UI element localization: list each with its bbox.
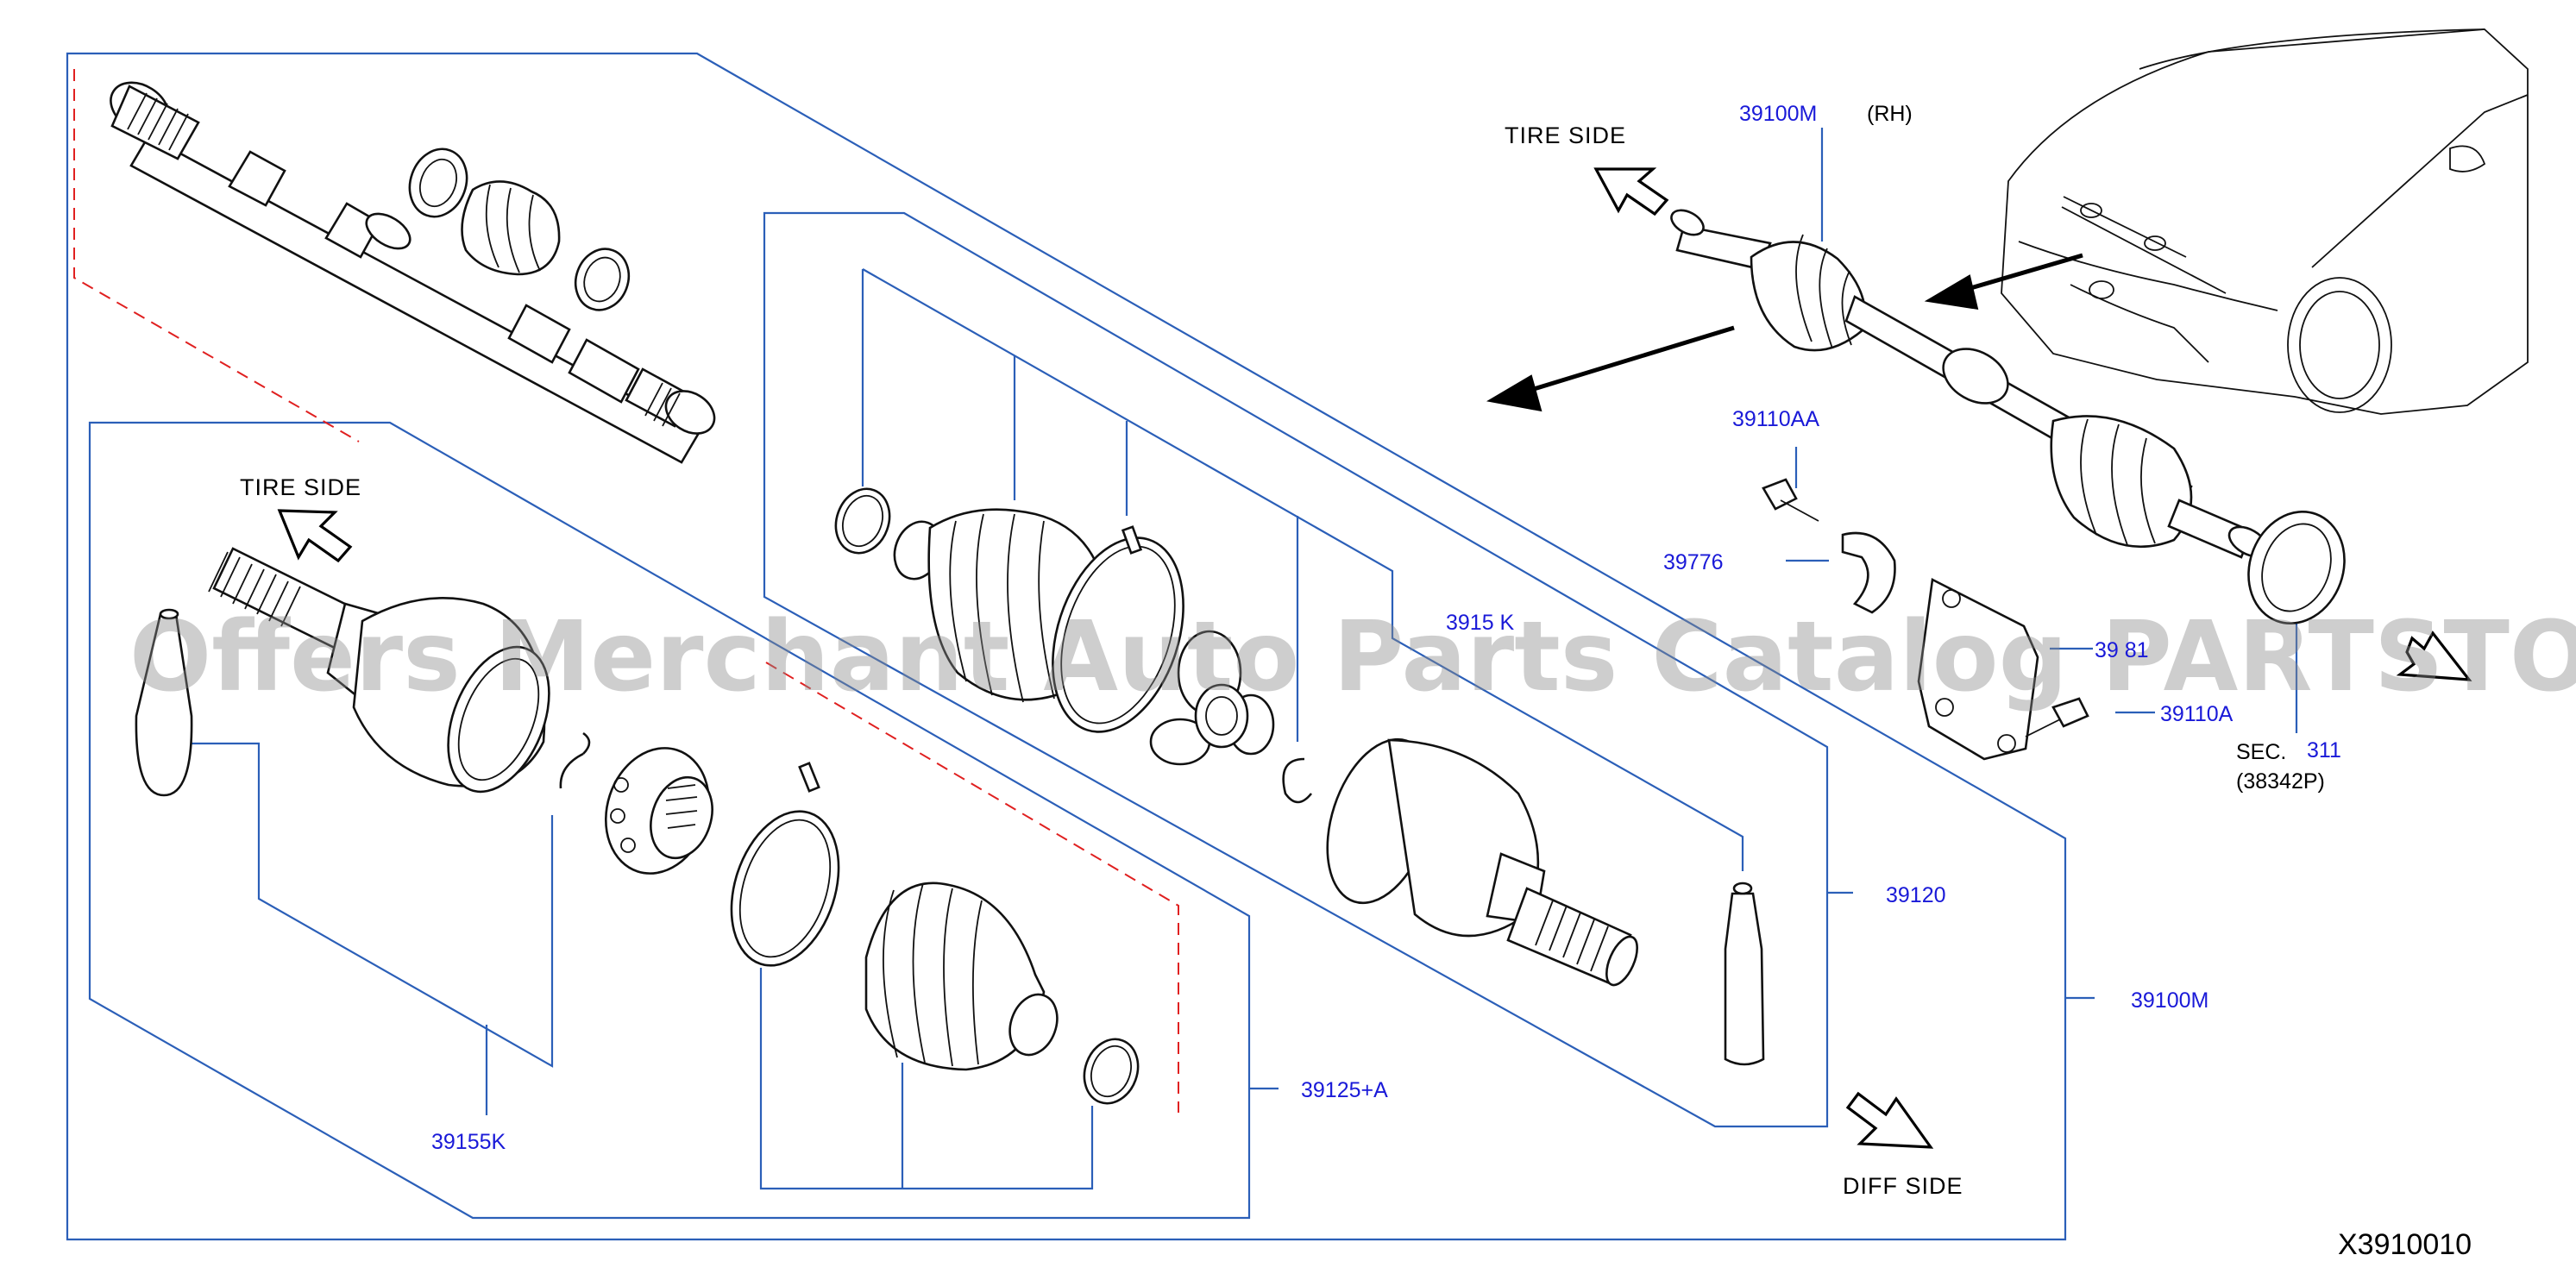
leader-lines	[169, 128, 2298, 1190]
part-label-39110AA[interactable]: 39110AA	[1732, 407, 1819, 431]
grease-tube-right	[1724, 882, 1765, 1066]
guide-lines	[73, 69, 1179, 1113]
outer-joint-assembly	[208, 547, 550, 794]
diagram-code: X3910010	[2338, 1228, 2472, 1261]
snap-ring-left	[559, 752, 584, 789]
boot-lower	[864, 882, 1059, 1071]
snap-ring-left-b	[582, 731, 591, 755]
diff-side-arrow	[1845, 1091, 1934, 1149]
watermark: Offers Merchant Auto Parts Catalog PARTS…	[129, 601, 2576, 713]
bracket-hardware	[1762, 478, 2089, 761]
bearing-cage	[604, 747, 713, 875]
tire-side-label-lower: TIRE SIDE	[240, 474, 361, 500]
part-label-39-81[interactable]: 39 81	[2095, 638, 2149, 662]
arrow-solid-lower	[1486, 325, 1735, 412]
tire-side-arrow-lower	[277, 509, 353, 563]
diff-side-label: DIFF SIDE	[1843, 1173, 1963, 1199]
inner-housing	[1326, 737, 1638, 987]
part-label-39120[interactable]: 39120	[1886, 883, 1946, 907]
section-part-ref: (38342P)	[2236, 769, 2325, 794]
part-label-39100M-right[interactable]: 39100M	[2131, 988, 2208, 1013]
tire-side-label-upper: TIRE SIDE	[1505, 122, 1626, 148]
frame-39100M	[66, 52, 2067, 1241]
snap-ring-inner	[1282, 757, 1313, 804]
part-label-39155K[interactable]: 39155K	[431, 1130, 506, 1154]
shaft-boot-set	[408, 147, 631, 311]
guide-line-shaft	[73, 69, 360, 442]
section-label: SEC.	[2236, 740, 2286, 764]
frame-39155K	[88, 421, 1251, 1220]
assembled-driveshaft	[1670, 209, 2269, 559]
section-number[interactable]: 311	[2307, 738, 2341, 762]
guide-line-boot	[765, 662, 1179, 1113]
vehicle-outline	[2001, 28, 2529, 415]
drive-shaft	[110, 81, 716, 464]
group-frames	[66, 52, 2067, 1241]
part-label-39776[interactable]: 39776	[1663, 550, 1724, 574]
part-label-39100M-top[interactable]: 39100M	[1739, 102, 1817, 126]
frame-39120	[763, 211, 1829, 1128]
small-band-lower	[1083, 1038, 1140, 1105]
tripod-spider	[1149, 630, 1275, 766]
grease-tube-left	[135, 608, 193, 797]
tire-side-arrow-upper	[1593, 167, 1669, 216]
part-note-rh: (RH)	[1867, 102, 1913, 126]
inner-band-large	[1052, 525, 1184, 733]
part-label-39156K[interactable]: 3915 K	[1446, 611, 1515, 635]
boot-band-lower	[730, 762, 840, 967]
oil-seal	[2247, 510, 2346, 625]
part-label-39125A[interactable]: 39125+A	[1301, 1078, 1388, 1102]
arrow-solid-upper	[1924, 253, 2083, 311]
sec-arrow	[2396, 631, 2472, 681]
inner-boot-band	[834, 487, 891, 555]
part-label-39110A[interactable]: 39110A	[2160, 702, 2234, 726]
